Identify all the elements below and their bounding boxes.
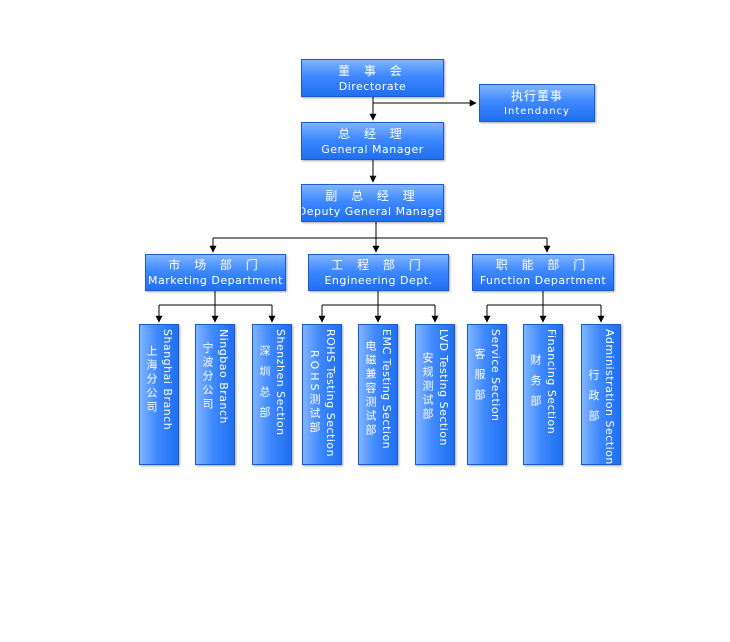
section-text-emc: EMC Testing Section 电磁兼容测试部 [362, 329, 394, 449]
section-box-shenzhen-section[interactable]: Shenzhen Section 深 圳 总 部 [252, 324, 292, 465]
directorate-cn-label: 董 事 会 [338, 63, 407, 78]
deputy-general-manager-cn-label: 副 总 经 理 [325, 188, 420, 203]
marketing-department-box[interactable]: 市 场 部 门 Marketing Department [145, 254, 286, 291]
section-en-label: Financing Section [545, 329, 558, 435]
section-en-label: Service Section [489, 329, 502, 422]
general-manager-box[interactable]: 总 经 理 General Manager [301, 122, 444, 160]
section-cn-label: 客 服 部 [473, 347, 486, 403]
function-department-cn-label: 职 能 部 门 [495, 258, 591, 272]
section-box-lvd-testing[interactable]: LVD Testing Section 安规测试部 [415, 324, 455, 465]
section-en-label: Ningbao Branch [217, 329, 230, 424]
section-cn-label: 上海分公司 [145, 344, 158, 415]
section-cn-label: 深 圳 总 部 [258, 344, 271, 421]
engineering-department-box[interactable]: 工 程 部 门 Engineering Dept. [308, 254, 449, 291]
section-text-service: Service Section 客 服 部 [471, 329, 503, 422]
general-manager-cn-label: 总 经 理 [338, 126, 407, 141]
deputy-general-manager-box[interactable]: 副 总 经 理 Deputy General Manager [301, 184, 444, 222]
section-cn-label: 宁波分公司 [201, 341, 214, 412]
function-department-en-label: Function Department [479, 274, 607, 287]
section-box-administration[interactable]: Administration Section 行 政 部 [581, 324, 621, 465]
marketing-department-en-label: Marketing Department [148, 274, 283, 287]
section-cn-label: 安规测试部 [421, 352, 434, 423]
section-box-financing[interactable]: Financing Section 财 务 部 [523, 324, 563, 465]
section-en-label: EMC Testing Section [380, 329, 393, 450]
intendancy-cn-label: 执行董事 [510, 88, 563, 103]
intendancy-en-label: Intendancy [504, 105, 570, 117]
section-box-rohs-testing[interactable]: ROHS Testing Section ROHS测试部 [302, 324, 342, 465]
marketing-department-cn-label: 市 场 部 门 [168, 258, 263, 272]
function-department-box[interactable]: 职 能 部 门 Function Department [472, 254, 614, 291]
section-en-label: Administration Section [603, 329, 616, 465]
intendancy-box[interactable]: 执行董事 Intendancy [479, 84, 595, 122]
section-cn-label: ROHS测试部 [308, 350, 321, 436]
section-en-label: ROHS Testing Section [324, 329, 337, 458]
section-text-shanghai: Shanghai Branch 上海分公司 [143, 329, 175, 430]
engineering-department-en-label: Engineering Dept. [324, 274, 433, 287]
directorate-box[interactable]: 董 事 会 Directorate [301, 59, 444, 97]
section-text-financing: Financing Section 财 务 部 [527, 329, 559, 434]
section-box-emc-testing[interactable]: EMC Testing Section 电磁兼容测试部 [358, 324, 398, 465]
section-box-ningbao-branch[interactable]: Ningbao Branch 宁波分公司 [195, 324, 235, 465]
section-box-service[interactable]: Service Section 客 服 部 [467, 324, 507, 465]
section-text-lvd: LVD Testing Section 安规测试部 [419, 329, 451, 446]
section-text-shenzhen: Shenzhen Section 深 圳 总 部 [256, 329, 288, 436]
section-text-administration: Administration Section 行 政 部 [585, 329, 617, 465]
section-text-ningbao: Ningbao Branch 宁波分公司 [199, 329, 231, 424]
section-cn-label: 行 政 部 [587, 369, 600, 425]
section-en-label: Shanghai Branch [161, 329, 174, 431]
general-manager-en-label: General Manager [321, 142, 424, 156]
engineering-department-cn-label: 工 程 部 门 [331, 258, 426, 272]
section-cn-label: 财 务 部 [529, 354, 542, 410]
directorate-en-label: Directorate [338, 79, 407, 93]
section-box-shanghai-branch[interactable]: Shanghai Branch 上海分公司 [139, 324, 179, 465]
section-en-label: LVD Testing Section [437, 329, 450, 446]
section-text-rohs: ROHS Testing Section ROHS测试部 [306, 329, 338, 457]
deputy-general-manager-en-label: Deputy General Manager [301, 204, 444, 218]
section-en-label: Shenzhen Section [274, 329, 287, 436]
section-cn-label: 电磁兼容测试部 [364, 340, 377, 439]
